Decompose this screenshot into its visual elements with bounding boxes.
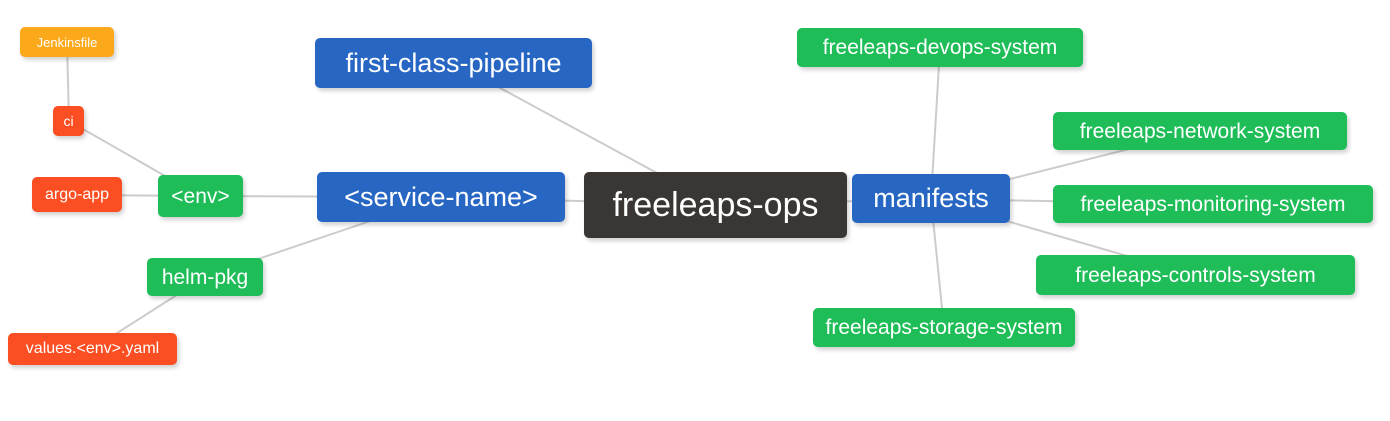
node-service-name[interactable]: <service-name>	[317, 172, 565, 222]
node-jenkinsfile[interactable]: Jenkinsfile	[20, 27, 114, 57]
node-freeleaps-monitoring-system[interactable]: freeleaps-monitoring-system	[1053, 185, 1373, 223]
node-values-env-yaml[interactable]: values.<env>.yaml	[8, 333, 177, 365]
node-freeleaps-controls-system[interactable]: freeleaps-controls-system	[1036, 255, 1355, 295]
edge-manifests-devops-system	[930, 47, 941, 200]
node-argo-app[interactable]: argo-app	[32, 177, 122, 212]
node-freeleaps-storage-system[interactable]: freeleaps-storage-system	[813, 308, 1075, 347]
node-manifests[interactable]: manifests	[852, 174, 1010, 223]
node-helm-pkg[interactable]: helm-pkg	[147, 258, 263, 296]
node-freeleaps-ops[interactable]: freeleaps-ops	[584, 172, 847, 238]
node-freeleaps-devops-system[interactable]: freeleaps-devops-system	[797, 28, 1083, 67]
node-env[interactable]: <env>	[158, 175, 243, 217]
node-ci[interactable]: ci	[53, 106, 84, 136]
node-freeleaps-network-system[interactable]: freeleaps-network-system	[1053, 112, 1347, 150]
node-first-class-pipeline[interactable]: first-class-pipeline	[315, 38, 592, 88]
